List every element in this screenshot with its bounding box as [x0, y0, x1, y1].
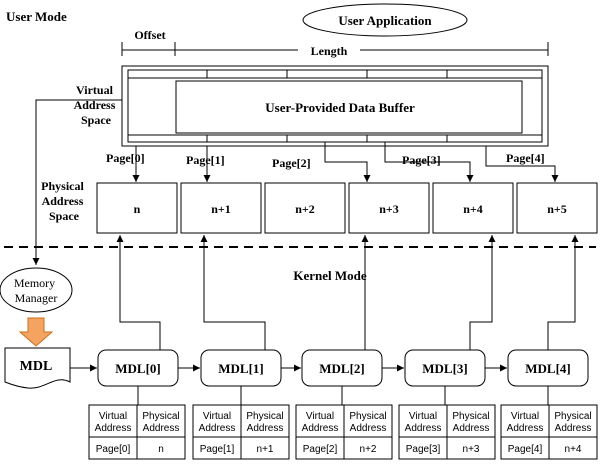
length-dimension: Length	[175, 42, 549, 58]
svg-text:Length: Length	[311, 44, 348, 58]
svg-text:MDL: MDL	[20, 359, 53, 374]
physical-page-1: n+1	[211, 202, 231, 216]
user-application: User Application	[302, 3, 468, 37]
svg-text:Offset: Offset	[134, 28, 165, 42]
table-cell-physical: n+1	[257, 444, 274, 455]
mdl-node-3: MDL[3]	[404, 349, 486, 387]
page-label-2: Page[2]	[272, 156, 311, 170]
table-cell-virtual: Page[0]	[96, 444, 131, 455]
offset-dimension: Offset	[121, 28, 176, 56]
kernel-mode-label: Kernel Mode	[293, 268, 367, 283]
svg-text:MDL[4]: MDL[4]	[525, 361, 571, 376]
mdl-node-1: MDL[1]	[200, 349, 282, 387]
page-label-1: Page[1]	[186, 153, 225, 167]
svg-text:MDL[2]: MDL[2]	[319, 361, 365, 376]
mdl-node-4: MDL[4]	[507, 349, 589, 387]
mdl-table-connectors	[137, 386, 549, 405]
table-cell-virtual: Page[2]	[303, 444, 338, 455]
table-cell-virtual: Page[1]	[200, 444, 235, 455]
page-label-0: Page[0]	[106, 151, 145, 165]
svg-text:Memory Manager: Memory Manager	[14, 276, 58, 305]
physical-page-3: n+3	[379, 202, 399, 216]
mdl-node-0: MDL[0]	[97, 349, 179, 387]
mdl-source-document: MDL	[4, 347, 71, 389]
page-label-3: Page[3]	[402, 153, 441, 167]
svg-text:User-Provided Data Buffer: User-Provided Data Buffer	[265, 100, 415, 115]
physical-page-5: n+5	[547, 202, 567, 216]
table-cell-physical: n+3	[463, 444, 480, 455]
physical-page-0: n	[134, 202, 141, 216]
user-data-buffer: User-Provided Data Buffer	[175, 80, 523, 134]
svg-text:MDL[0]: MDL[0]	[115, 361, 161, 376]
table-cell-physical: n+4	[565, 444, 582, 455]
block-arrow-icon	[18, 317, 54, 347]
mdl-to-physical-arrows	[116, 235, 579, 350]
physical-address-space-label: Physical Address Space	[41, 179, 87, 223]
page-label-4: Page[4]	[506, 151, 545, 165]
table-cell-virtual: Page[3]	[406, 444, 441, 455]
table-cell-physical: n	[158, 444, 164, 455]
va-to-memory-manager-arrow	[32, 99, 122, 265]
svg-text:MDL[3]: MDL[3]	[422, 361, 468, 376]
physical-pages: n n+1 n+2 n+3 n+4 n+5	[96, 182, 598, 234]
memory-manager: Memory Manager	[0, 267, 73, 313]
physical-page-4: n+4	[463, 202, 483, 216]
table-cell-physical: n+2	[360, 444, 377, 455]
mdl-node-2: MDL[2]	[301, 349, 383, 387]
table-cell-virtual: Page[4]	[508, 444, 543, 455]
user-mode-label: User Mode	[6, 9, 67, 24]
physical-page-2: n+2	[295, 202, 315, 216]
page-mapping-arrows	[132, 142, 559, 182]
svg-text:User Application: User Application	[338, 13, 432, 28]
svg-text:MDL[1]: MDL[1]	[218, 361, 264, 376]
virtual-address-space-label: Virtual Address Space	[74, 83, 119, 127]
